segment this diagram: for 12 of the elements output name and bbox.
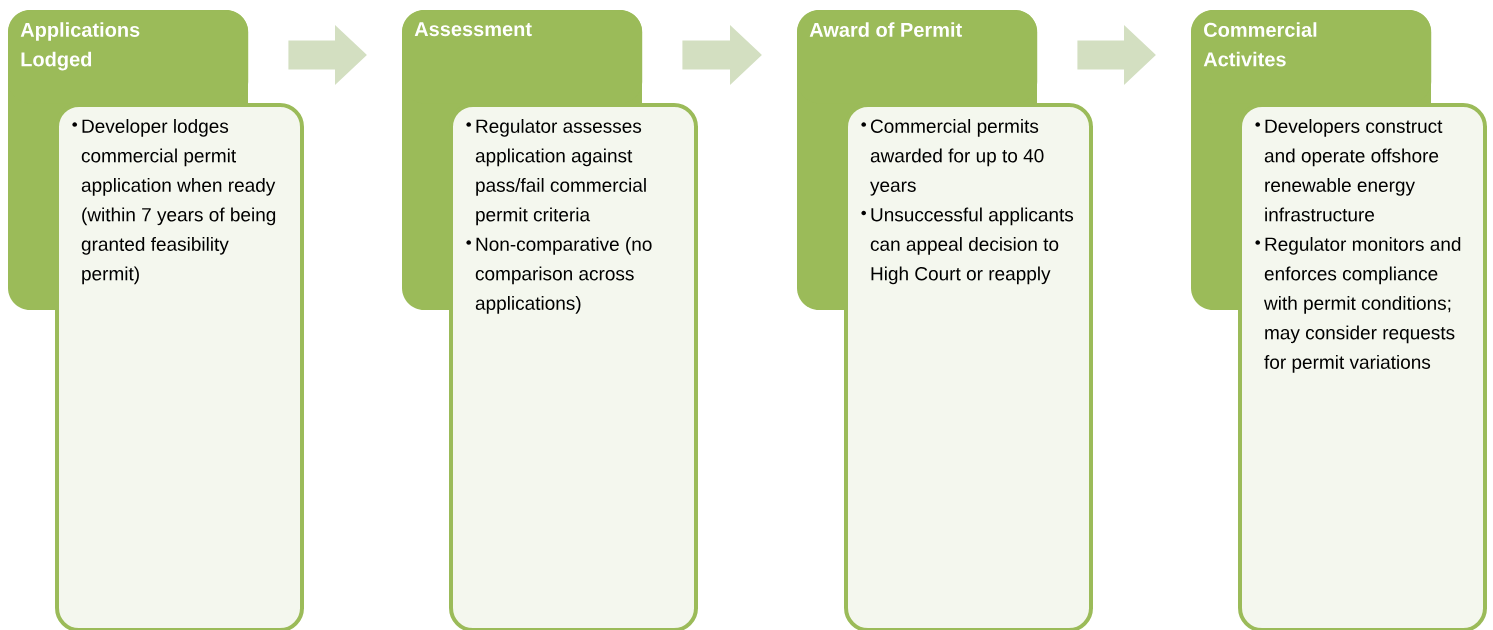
content-box: Commercial permits awarded for up to 40 years Unsuccessful applicants can appeal decision to High Court or reapply [844, 103, 1093, 630]
header-box: Award of Permit [797, 10, 1038, 104]
header-box: Applications Lodged [8, 10, 249, 104]
node-label: Applications Lodged [20, 22, 140, 71]
header-box: Assessment [402, 10, 643, 104]
content-box: Developers construct and operate offshore renewable energy infrastructure Regulator monitors and enforces compliance with permit conditions; may consider requests for permit variations [1238, 103, 1487, 630]
node-label: Assessment [414, 22, 532, 37]
node-label: Commercial Activites [1203, 22, 1317, 67]
node-label: Award of Permit [809, 22, 962, 37]
content-box: Regulator assesses application against pass/fail commercial permit criteria Non-comparative (no comparison across applications) [449, 103, 698, 630]
content-box: Developer lodges commercial permit application when ready (within 7 years of being granted feasibility permit) [55, 103, 304, 630]
header-box: Commercial Activites [1191, 10, 1432, 104]
